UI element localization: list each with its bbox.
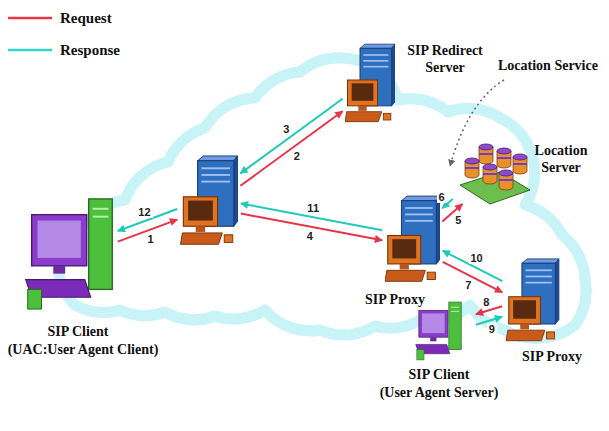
redirect-server: SIP Redirect Server <box>345 40 395 130</box>
legend-label: Request <box>60 9 112 27</box>
node-label: (User Agent Server) <box>364 384 514 401</box>
client-pc: SIP Client(User Agent Server) <box>405 300 473 362</box>
response-arrow <box>443 251 503 281</box>
legend-label: Response <box>60 41 120 59</box>
step-number: 6 <box>437 191 447 203</box>
proxy-server-icon <box>181 156 238 244</box>
node-label: SIP Client <box>3 323 153 340</box>
location-server-icon <box>460 144 530 204</box>
step-number: 7 <box>463 279 473 291</box>
leader-line <box>450 80 504 166</box>
step-number: 1 <box>146 233 156 245</box>
node-label: SIP Redirect Server <box>393 42 497 76</box>
step-number: 10 <box>468 252 484 264</box>
step-number: 12 <box>136 206 152 218</box>
step-number: 3 <box>281 123 291 135</box>
legend-sample <box>8 49 52 52</box>
request-arrow <box>240 111 342 186</box>
step-number: 11 <box>305 202 321 214</box>
node-label: SIP Proxy <box>502 348 602 365</box>
node-label: Location Server <box>521 142 601 176</box>
step-number: 5 <box>453 214 463 226</box>
node-label: (UAC:User Agent Client) <box>3 341 163 358</box>
client-pc: SIP Client(UAC:User Agent Client) <box>25 195 115 313</box>
proxy-server-icon <box>385 196 440 281</box>
client-pc-icon <box>416 302 461 360</box>
network-cloud <box>60 58 586 338</box>
client-pc-icon <box>26 199 113 309</box>
redirect-server-icon <box>345 44 395 122</box>
legend-sample <box>8 17 52 20</box>
step-number: 2 <box>292 150 302 162</box>
step-number: 4 <box>305 230 315 242</box>
step-number: 8 <box>481 296 491 308</box>
response-arrow <box>240 99 342 174</box>
proxy-server <box>180 155 238 250</box>
step-number: 9 <box>487 323 497 335</box>
node-label: SIP Proxy <box>340 291 450 308</box>
callout-label: Location Service <box>498 57 598 74</box>
location-server: Location Server <box>455 140 530 202</box>
node-label: SIP Client <box>364 366 514 383</box>
proxy-server: SIP Proxy <box>505 258 560 346</box>
proxy-server-icon <box>506 259 559 341</box>
proxy-server: SIP Proxy <box>385 195 440 287</box>
